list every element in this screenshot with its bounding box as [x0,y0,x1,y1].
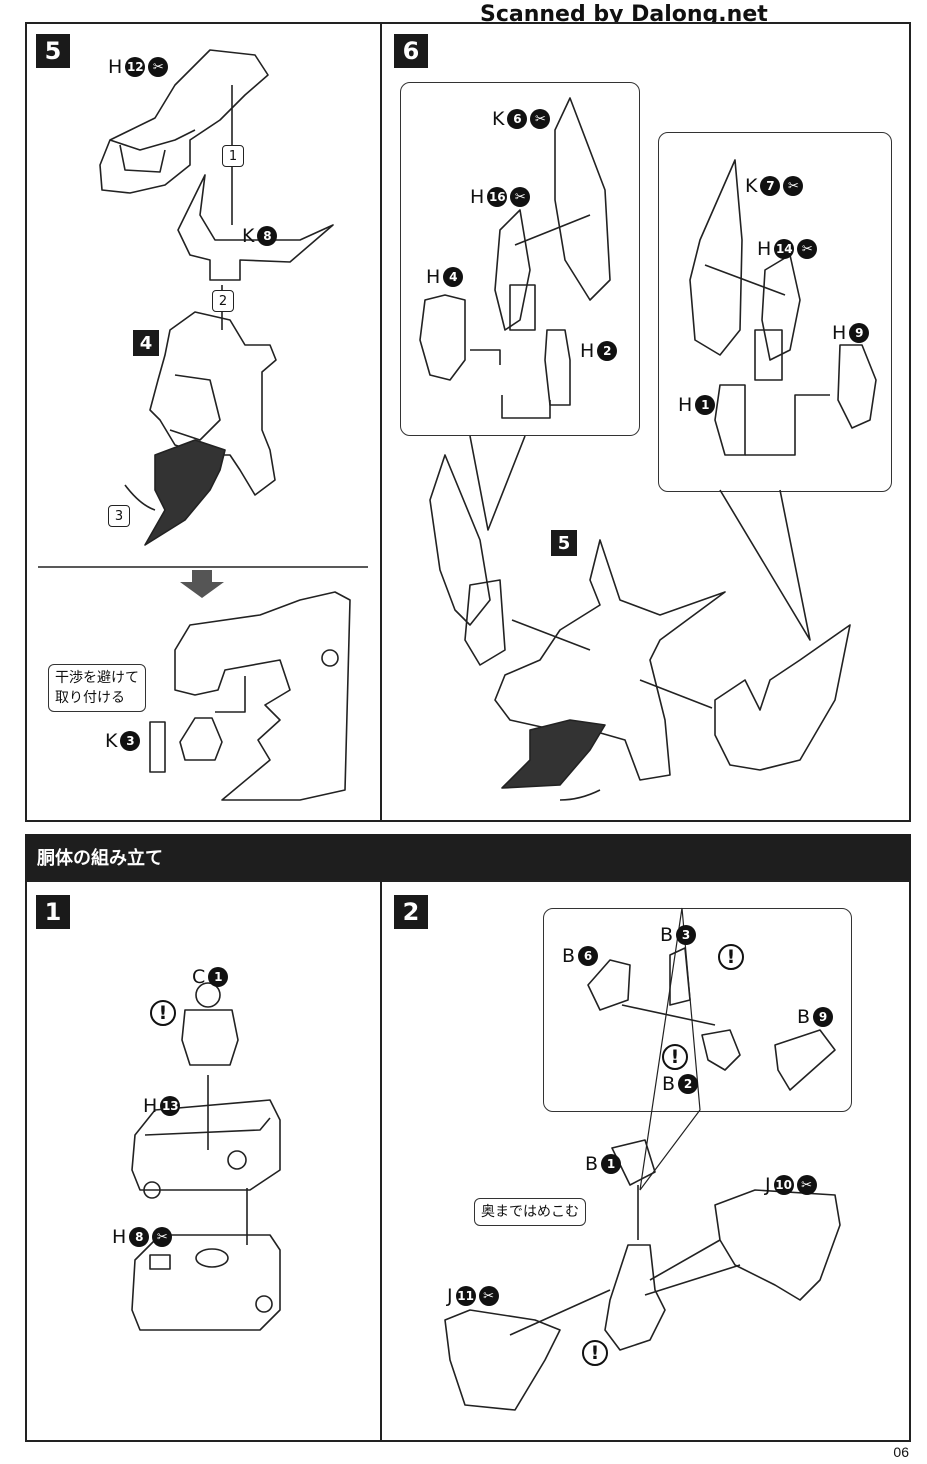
nipper-icon: ✂ [148,57,169,77]
caution-icon: ! [718,944,744,970]
ref-step-4: 4 [133,330,159,356]
nipper-icon: ✂ [783,176,804,196]
page-number: 06 [893,1444,909,1460]
nipper-icon: ✂ [796,1175,817,1195]
order-marker-1: 1 [222,145,244,167]
ref-step-5: 5 [551,530,577,556]
nipper-icon: ✂ [152,1227,173,1247]
nipper-icon: ✂ [530,109,551,129]
step-number-6: 6 [394,34,428,68]
step-number-5: 5 [36,34,70,68]
caution-icon: ! [582,1340,608,1366]
step-number-2: 2 [394,895,428,929]
step-number-1: 1 [36,895,70,929]
caution-icon: ! [150,1000,176,1026]
nipper-icon: ✂ [797,239,818,259]
note-push-in-fully: 奥まではめこむ [474,1198,586,1226]
section-title: 胴体の組み立て [25,834,911,880]
caution-icon: ! [662,1044,688,1070]
note-avoid-interference: 干渉を避けて 取り付ける [48,664,146,712]
order-marker-3: 3 [108,505,130,527]
nipper-icon: ✂ [478,1286,499,1306]
step-1-panel [25,880,382,1442]
nipper-icon: ✂ [510,187,531,207]
order-marker-2: 2 [212,290,234,312]
